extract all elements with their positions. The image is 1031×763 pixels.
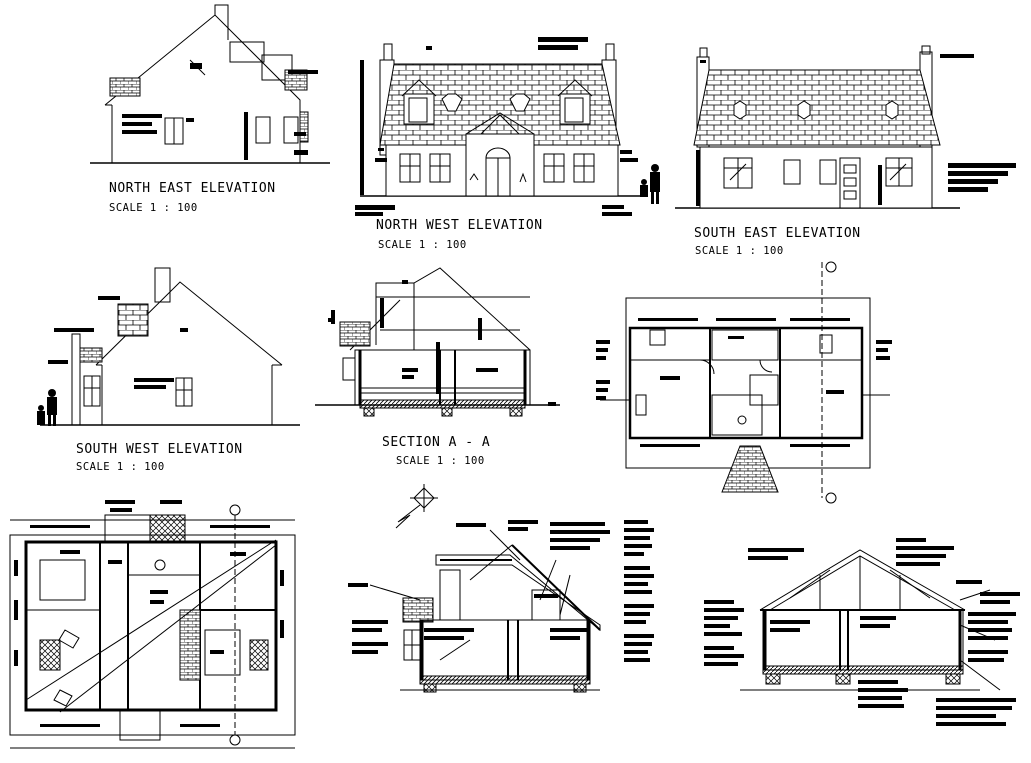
se-elevation-scale: SCALE 1 : 100 bbox=[695, 245, 784, 257]
nw-figures bbox=[640, 164, 660, 204]
ne-elevation-title: NORTH EAST ELEVATION bbox=[109, 181, 276, 196]
north-east-elevation bbox=[90, 4, 330, 164]
south-west-elevation bbox=[40, 267, 300, 426]
floor-plan-annotations bbox=[14, 500, 284, 727]
section-a-a bbox=[315, 267, 560, 417]
detail-1-annotations bbox=[348, 520, 654, 662]
detail-2-annotations bbox=[704, 538, 1020, 726]
sw-elevation-title: SOUTH WEST ELEVATION bbox=[76, 442, 243, 457]
plan-annotations bbox=[596, 318, 892, 447]
se-annotations bbox=[696, 54, 1016, 206]
section-annotations bbox=[328, 280, 556, 406]
nw-elevation-scale: SCALE 1 : 100 bbox=[378, 239, 467, 251]
north-west-elevation bbox=[360, 43, 640, 197]
sw-elevation-scale: SCALE 1 : 100 bbox=[76, 461, 165, 473]
sw-annotations bbox=[37, 296, 188, 426]
ne-elevation-scale: SCALE 1 : 100 bbox=[109, 202, 198, 214]
nw-annotations bbox=[355, 37, 638, 216]
ground-floor-plan bbox=[600, 261, 890, 504]
section-title: SECTION A - A bbox=[382, 435, 491, 450]
section-scale: SCALE 1 : 100 bbox=[396, 455, 485, 467]
nw-elevation-title: NORTH WEST ELEVATION bbox=[376, 218, 543, 233]
ne-annotations bbox=[122, 63, 318, 160]
se-elevation-title: SOUTH EAST ELEVATION bbox=[694, 226, 861, 241]
detail-section-2 bbox=[740, 549, 1001, 691]
north-arrow-icon bbox=[395, 484, 438, 529]
south-east-elevation bbox=[675, 45, 960, 209]
detail-section-1 bbox=[369, 529, 601, 693]
first-floor-plan bbox=[9, 504, 296, 749]
